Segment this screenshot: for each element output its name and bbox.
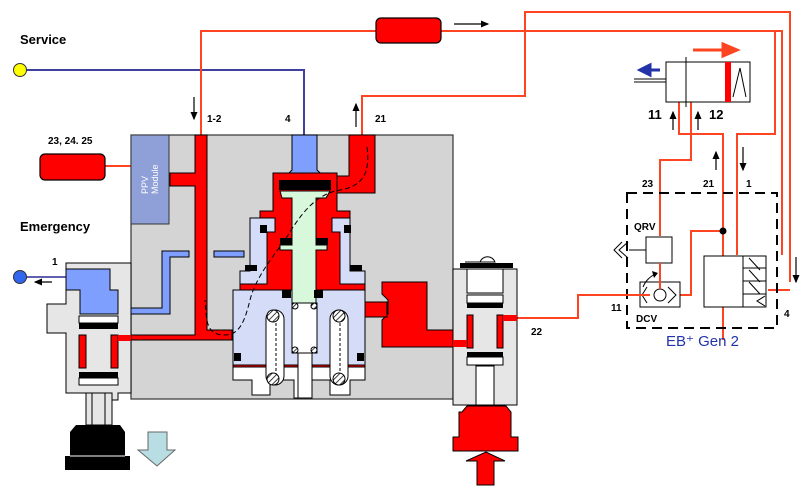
line-1: [736, 31, 776, 255]
outer-piston-left: [239, 217, 276, 285]
reservoir-23-24-25: [39, 153, 106, 181]
module-port-11-label: 11: [611, 303, 622, 314]
emergency-port[interactable]: [13, 270, 27, 284]
actuator-port-12-label: 12: [709, 107, 723, 122]
service-line: [22, 69, 305, 135]
module-port-4-label: 4: [784, 309, 790, 320]
push-arrow-icon: [465, 451, 506, 486]
ppv-label-line1: PPV: [140, 176, 150, 194]
emergency-label: Emergency: [20, 219, 91, 234]
qrv-box: [645, 236, 673, 264]
ppv-module: [130, 134, 170, 225]
module-port-23-label: 23: [642, 179, 654, 190]
filter-reservoir: [375, 17, 442, 44]
main-valve-housing: [117, 134, 454, 400]
port-21-label: 21: [375, 114, 387, 125]
channel-emergency: [117, 250, 190, 315]
extend-arrow-icon: [693, 41, 741, 59]
eb-gen2-label: EB⁺ Gen 2: [666, 333, 739, 350]
outer-piston-right: [331, 217, 366, 285]
eb-gen2-module: [605, 192, 778, 329]
line-1-2-to-filter: [200, 30, 783, 255]
pipe-lines: [20, 11, 791, 340]
port-1-2-label: 1-2: [207, 114, 222, 125]
park-valve: [46, 262, 177, 470]
module-port-21-label: 21: [703, 179, 715, 190]
pull-arrow-icon: [136, 431, 177, 467]
release-button-red[interactable]: [452, 405, 519, 452]
actuator-cylinder: [634, 41, 751, 107]
port-4-label: 4: [285, 114, 291, 125]
line-21: [361, 11, 791, 282]
port-1-emergency-label: 1: [52, 257, 58, 268]
actuator-port-11-label: 11: [648, 107, 662, 122]
ppv-label-line2: Module: [150, 164, 160, 194]
plunger: [291, 302, 318, 354]
trailer-release-valve: [452, 256, 519, 486]
springs: [265, 302, 349, 386]
line-22: [517, 294, 650, 319]
park-button-black[interactable]: [65, 425, 130, 470]
line-dcv-junction: [672, 230, 723, 296]
line-actuator-12: [659, 102, 692, 236]
retract-arrow-icon: [636, 62, 660, 78]
port-22-label: 22: [531, 327, 543, 338]
junction-dot: [719, 227, 727, 235]
line-actuator-11: [678, 102, 724, 340]
ppv-module-label: PPV Module: [140, 164, 160, 194]
service-label: Service: [20, 32, 66, 47]
dcv-label: DCV: [636, 314, 657, 325]
flow-path-dashed: [204, 146, 369, 336]
service-port[interactable]: [13, 63, 27, 77]
reservoir-label: 23, 24. 25: [48, 136, 93, 147]
qrv-label: QRV: [634, 222, 656, 233]
outlet-block-22: [381, 281, 454, 348]
module-port-1-label: 1: [746, 179, 752, 190]
